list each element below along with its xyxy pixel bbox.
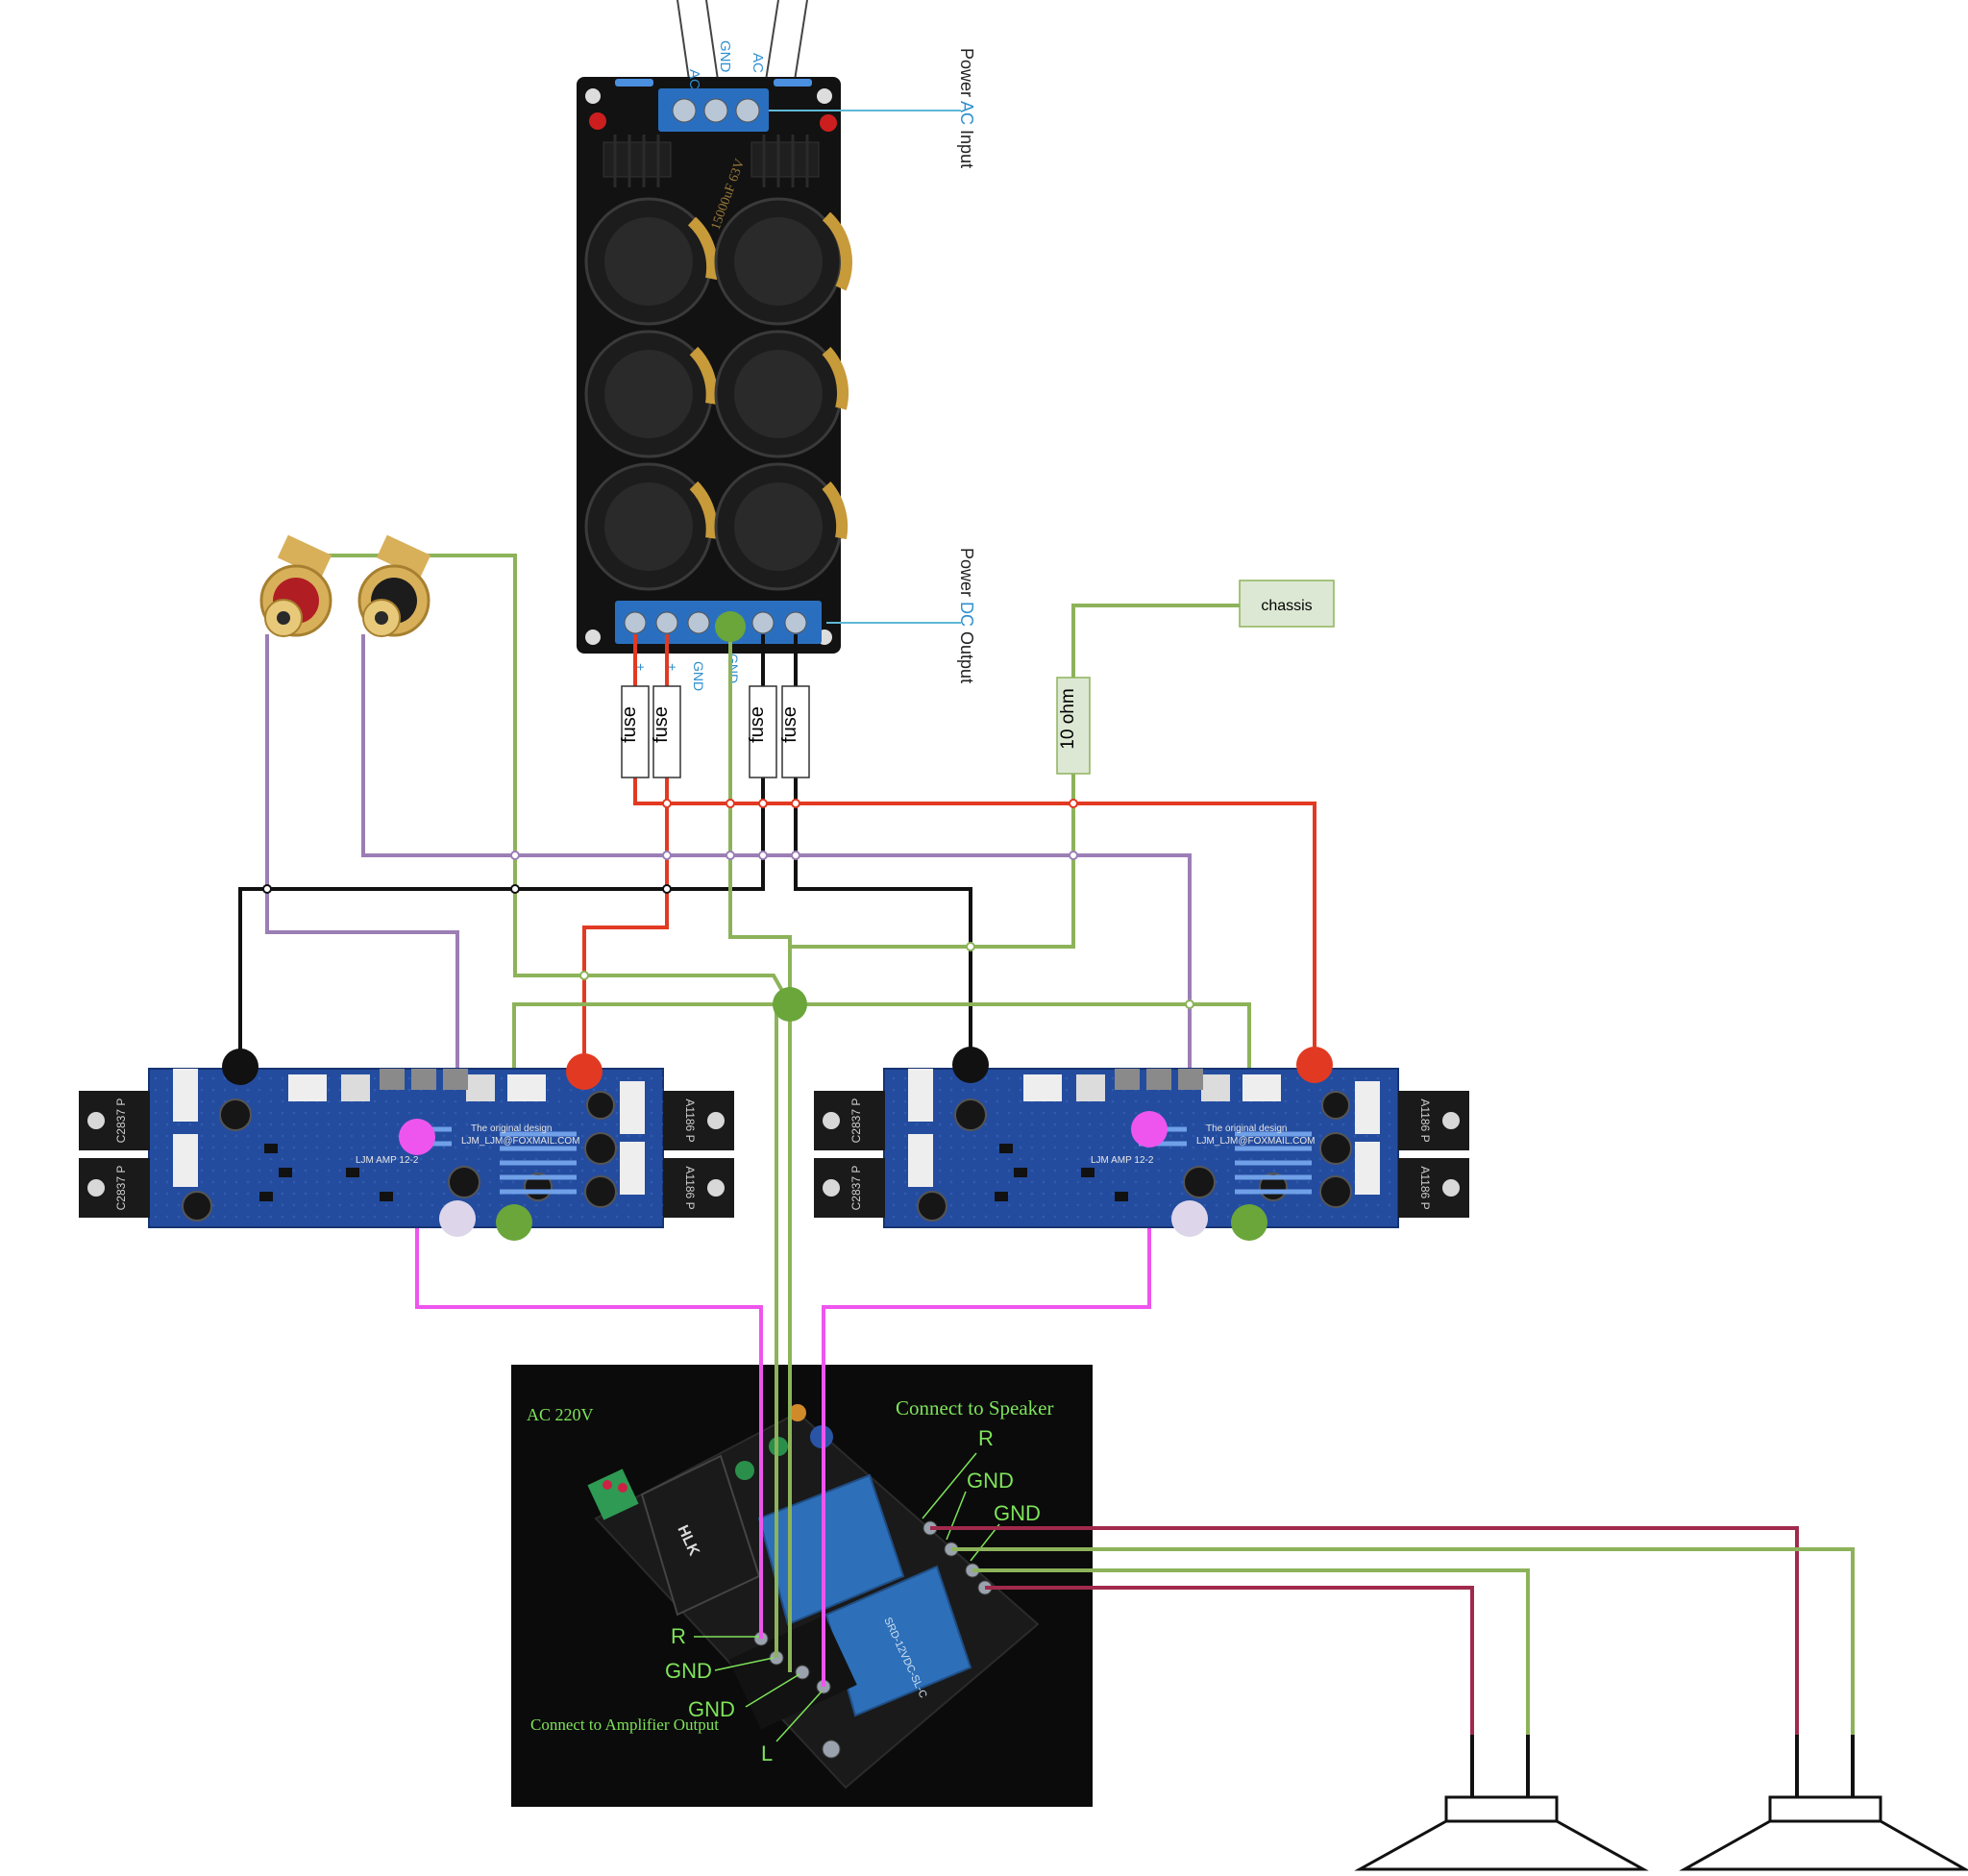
amp-l-label: L bbox=[761, 1741, 773, 1765]
svg-text:A1186 P: A1186 P bbox=[683, 1098, 697, 1142]
power-ac-input-label: Power AC Input bbox=[957, 48, 976, 168]
capacitor bbox=[714, 462, 849, 591]
svg-text:LJM AMP 12-2: LJM AMP 12-2 bbox=[356, 1155, 419, 1166]
amp-gnd-label-2: GND bbox=[688, 1697, 735, 1721]
speaker-wires bbox=[930, 1526, 1855, 1735]
capacitor bbox=[714, 197, 852, 326]
fuse-1: fuse bbox=[619, 685, 650, 778]
svg-text:10 ohm: 10 ohm bbox=[1058, 688, 1078, 749]
pin-gnd-1: GND bbox=[691, 661, 706, 691]
negative-rail-wires bbox=[238, 634, 972, 1067]
filter-capacitors bbox=[584, 197, 852, 591]
svg-text:A1186 P: A1186 P bbox=[683, 1166, 697, 1209]
svg-text:fuse: fuse bbox=[747, 706, 768, 743]
fuse-3: fuse bbox=[747, 685, 777, 778]
speaker-r-label: R bbox=[978, 1426, 994, 1450]
led-right bbox=[820, 114, 837, 132]
ac-label-1: AC bbox=[686, 69, 702, 89]
speaker-left bbox=[1679, 1735, 1968, 1871]
fuse-2: fuse bbox=[651, 685, 681, 778]
rca-jack-right bbox=[357, 534, 431, 637]
speaker-gnd-label-1: GND bbox=[967, 1469, 1014, 1493]
ac-220v-label: AC 220V bbox=[527, 1405, 594, 1424]
pin-plus-1: + bbox=[633, 663, 649, 671]
pin-plus-2: + bbox=[665, 663, 680, 671]
svg-text:C2837 P: C2837 P bbox=[849, 1166, 863, 1211]
amp-r-label: R bbox=[671, 1624, 686, 1648]
ac-label-2: AC bbox=[750, 53, 766, 73]
capacitor bbox=[584, 462, 718, 591]
rca-jack-left bbox=[259, 534, 332, 637]
fuses: fuse fuse fuse fuse bbox=[619, 685, 810, 778]
svg-text:C2837 P: C2837 P bbox=[114, 1098, 128, 1144]
svg-text:A1186 P: A1186 P bbox=[1418, 1166, 1432, 1209]
right-amp-negative-node bbox=[952, 1047, 989, 1083]
output-transistors-left: C2837 P C2837 P A1186 P A1186 P bbox=[79, 1091, 734, 1218]
amp-connection-nodes bbox=[222, 1047, 1333, 1241]
svg-text:chassis: chassis bbox=[1261, 598, 1312, 614]
rca-input-jacks bbox=[259, 534, 431, 637]
svg-text:A1186 P: A1186 P bbox=[1418, 1098, 1432, 1142]
amp-gnd-label-1: GND bbox=[665, 1659, 712, 1683]
svg-text:LJM AMP 12-2: LJM AMP 12-2 bbox=[1091, 1155, 1154, 1166]
amplifier-board-right: C2837 P C2837 P A1186 P A1186 P bbox=[814, 1068, 1469, 1228]
right-amp-output-node bbox=[1131, 1111, 1168, 1148]
svg-text:C2837 P: C2837 P bbox=[114, 1166, 128, 1211]
capacitor bbox=[584, 330, 718, 458]
svg-text:C2837 P: C2837 P bbox=[849, 1098, 863, 1144]
capacitor bbox=[714, 330, 849, 458]
chassis-box: chassis bbox=[1239, 580, 1335, 628]
gnd-label: GND bbox=[717, 40, 733, 73]
fuse-4: fuse bbox=[779, 685, 810, 778]
psu-ground-node bbox=[715, 611, 746, 642]
left-amp-output-node bbox=[399, 1119, 435, 1155]
left-amp-ground-node bbox=[496, 1204, 532, 1241]
left-amp-negative-node bbox=[222, 1049, 258, 1085]
speaker-protection-board: HLK SRD-12VDC-SL-C AC 220V Connect to Sp… bbox=[511, 1365, 1093, 1807]
connect-to-amplifier-label: Connect to Amplifier Output bbox=[530, 1716, 719, 1734]
led-left bbox=[589, 112, 606, 130]
connect-to-speaker-label: Connect to Speaker bbox=[896, 1396, 1053, 1419]
svg-text:The original design: The original design bbox=[471, 1123, 553, 1134]
svg-text:fuse: fuse bbox=[779, 706, 800, 743]
star-ground-node bbox=[773, 987, 807, 1022]
wire-junction-marks bbox=[262, 799, 1194, 1009]
speaker-gnd-label-2: GND bbox=[994, 1501, 1041, 1525]
svg-text:fuse: fuse bbox=[619, 706, 640, 743]
wire-overlays bbox=[759, 1365, 1093, 1687]
svg-text:LJM_LJM@FOXMAIL.COM: LJM_LJM@FOXMAIL.COM bbox=[461, 1136, 580, 1147]
left-amp-positive-node bbox=[566, 1053, 603, 1090]
ground-loop-resistor: 10 ohm bbox=[1056, 677, 1091, 775]
right-amp-input-node bbox=[1171, 1200, 1208, 1237]
left-amp-input-node bbox=[439, 1200, 476, 1237]
svg-text:fuse: fuse bbox=[651, 706, 672, 743]
output-transistors-right: C2837 P C2837 P A1186 P A1186 P bbox=[814, 1091, 1469, 1218]
svg-text:The original design: The original design bbox=[1206, 1123, 1288, 1134]
right-amp-positive-node bbox=[1296, 1047, 1333, 1083]
svg-text:LJM_LJM@FOXMAIL.COM: LJM_LJM@FOXMAIL.COM bbox=[1196, 1136, 1316, 1147]
speaker-right bbox=[1354, 1735, 1649, 1871]
pin-gnd-2: GND bbox=[726, 654, 741, 683]
power-supply-board: 15000uF 63V bbox=[577, 0, 852, 654]
capacitor bbox=[584, 197, 719, 326]
right-amp-ground-node bbox=[1231, 1204, 1267, 1241]
power-dc-output-label: Power DC Output bbox=[957, 548, 976, 683]
